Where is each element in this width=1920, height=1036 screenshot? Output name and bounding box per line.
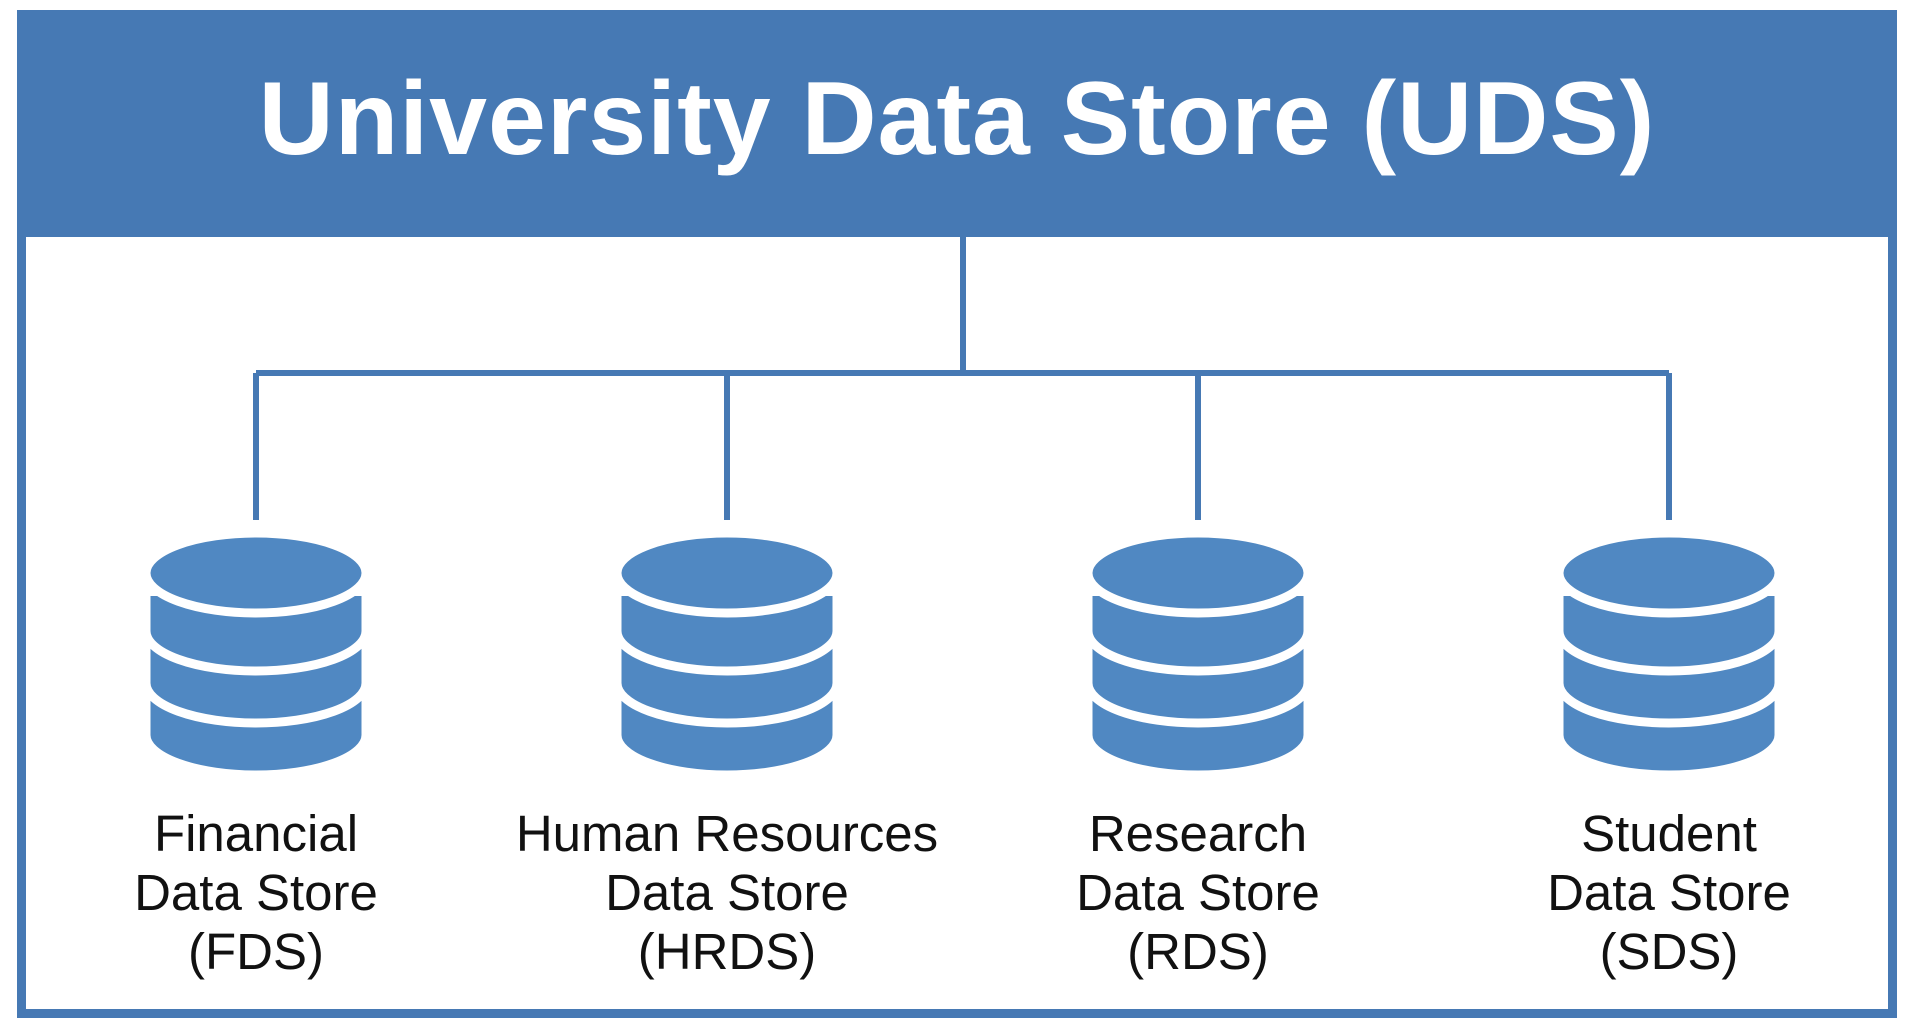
store-type: Data Store <box>134 864 378 921</box>
store-abbrev: (HRDS) <box>637 923 817 980</box>
store-name: Human Resources <box>515 805 939 862</box>
store-label: Human Resources Data Store (HRDS) <box>516 804 938 981</box>
store-label: Financial Data Store (FDS) <box>134 804 378 981</box>
store-human-resources: Human Resources Data Store (HRDS) <box>467 520 987 981</box>
store-label: Student Data Store (SDS) <box>1547 804 1791 981</box>
database-icon <box>142 528 370 780</box>
store-name: Research <box>1088 805 1308 862</box>
store-name: Financial <box>153 805 359 862</box>
store-type: Data Store <box>1076 864 1320 921</box>
store-label: Research Data Store (RDS) <box>1076 804 1320 981</box>
store-research: Research Data Store (RDS) <box>938 520 1458 981</box>
store-abbrev: (FDS) <box>188 923 324 980</box>
uds-frame: University Data Store (UDS) <box>17 10 1897 1018</box>
uds-header: University Data Store (UDS) <box>26 19 1888 237</box>
store-financial: Financial Data Store (FDS) <box>0 520 516 981</box>
database-icon <box>1555 528 1783 780</box>
page-title: University Data Store (UDS) <box>258 60 1656 177</box>
store-student: Student Data Store (SDS) <box>1409 520 1920 981</box>
store-type: Data Store <box>1547 864 1791 921</box>
store-name: Student <box>1581 805 1757 862</box>
database-icon <box>613 528 841 780</box>
database-icon <box>1084 528 1312 780</box>
store-type: Data Store <box>605 864 849 921</box>
store-abbrev: (SDS) <box>1599 923 1739 980</box>
store-abbrev: (RDS) <box>1127 923 1269 980</box>
